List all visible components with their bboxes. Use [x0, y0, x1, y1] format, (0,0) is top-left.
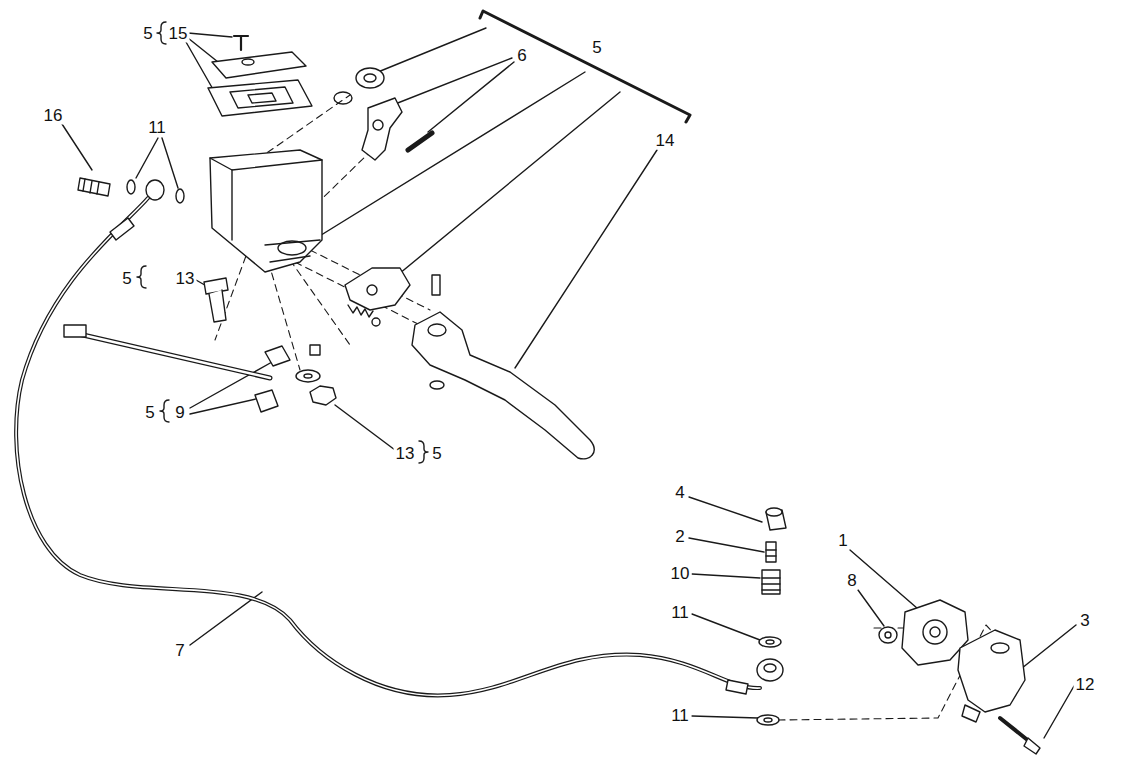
callout-number: 16: [42, 106, 65, 125]
callout-number: 5: [143, 403, 156, 422]
callout-number: 9: [173, 403, 186, 422]
callout-number: 14: [654, 131, 677, 150]
callout-number: 11: [669, 603, 691, 622]
callout-number: 5: [120, 269, 133, 288]
callout-number: 3: [1078, 611, 1091, 630]
callout-number: 5: [141, 24, 154, 43]
callout-number: 13: [174, 269, 197, 288]
callout-number: 2: [673, 527, 686, 546]
callout-number: 13: [394, 444, 417, 463]
callout-number: 5: [430, 444, 443, 463]
callout-number: 8: [845, 571, 858, 590]
callout-number: 11: [669, 706, 691, 725]
callout-number: 12: [1074, 675, 1097, 694]
callout-number: 7: [173, 641, 186, 660]
callout-number: 11: [146, 118, 168, 137]
callout-number: 5: [590, 38, 603, 57]
callout-number: 1: [836, 531, 849, 550]
callout-number: 4: [673, 483, 686, 502]
callout-number: 15: [167, 24, 190, 43]
callout-number: 6: [515, 46, 528, 65]
callout-number: 10: [669, 564, 692, 583]
